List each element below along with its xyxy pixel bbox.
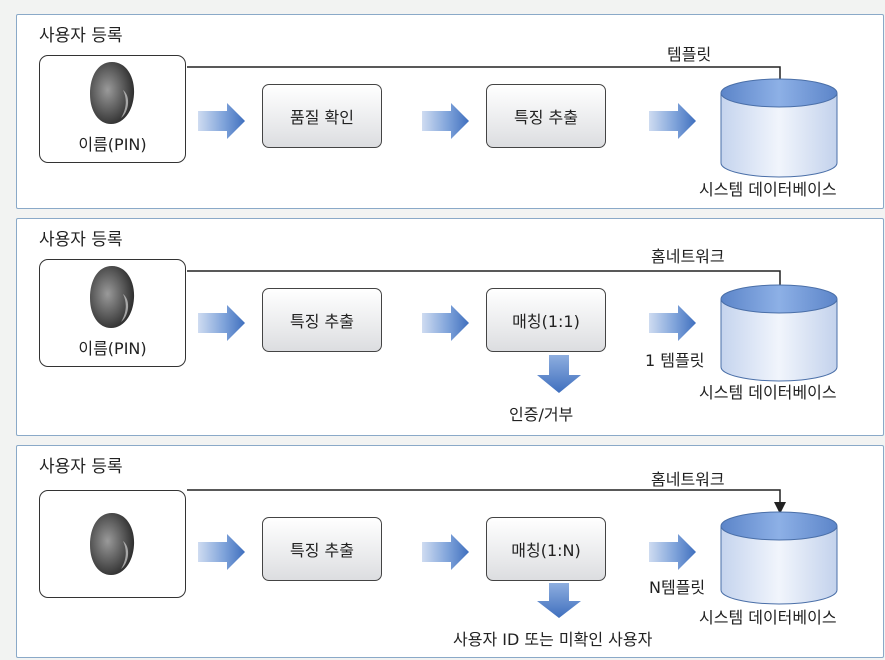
matching-1-n-box: 매칭(1:N) <box>486 517 606 581</box>
quality-check-box: 품질 확인 <box>262 84 382 148</box>
user-card: 이름(PIN) <box>39 55 186 163</box>
identification-result-label: 사용자 ID 또는 미확인 사용자 <box>453 630 653 649</box>
n-template-label: N템플릿 <box>649 578 706 597</box>
database-cylinder-icon <box>720 78 838 178</box>
home-network-label: 홈네트워크 <box>651 470 725 489</box>
person-label: 이름(PIN) <box>78 339 147 358</box>
panel-verification: 사용자 등록 이름(PIN) 특징 추출 매칭(1:1) 홈네트워크 1 템플릿… <box>16 218 884 436</box>
panel-title: 사용자 등록 <box>39 26 123 46</box>
panel-2-connectors <box>187 270 838 393</box>
one-template-label: 1 템플릿 <box>645 351 705 370</box>
feature-extract-box: 특징 추출 <box>486 84 606 148</box>
matching-1-1-box: 매칭(1:1) <box>486 288 606 352</box>
feature-extract-box: 특징 추출 <box>262 517 382 581</box>
person-label: 이름(PIN) <box>78 135 147 154</box>
template-label: 템플릿 <box>667 45 712 64</box>
auth-result-label: 인증/거부 <box>509 405 574 424</box>
fingerprint-icon <box>90 513 135 575</box>
database-label: 시스템 데이터베이스 <box>699 608 837 627</box>
panel-3-connectors <box>187 489 838 618</box>
fingerprint-icon <box>90 266 135 328</box>
user-card <box>39 490 186 598</box>
database-label: 시스템 데이터베이스 <box>699 383 837 402</box>
panel-title: 사용자 등록 <box>39 230 123 250</box>
fingerprint-icon <box>90 62 135 124</box>
panel-1-connectors <box>187 66 838 178</box>
database-label: 시스템 데이터베이스 <box>699 180 837 199</box>
panel-title: 사용자 등록 <box>39 457 123 477</box>
panel-enrollment: 사용자 등록 이름(PIN) 품질 확인 특징 추출 템플릿 시스템 데이터베이… <box>16 14 884 209</box>
home-network-label: 홈네트워크 <box>651 247 725 266</box>
database-cylinder-icon <box>720 511 838 605</box>
feature-extract-box: 특징 추출 <box>262 288 382 352</box>
database-cylinder-icon <box>720 284 838 382</box>
user-card: 이름(PIN) <box>39 259 186 367</box>
panel-identification: 사용자 등록 특징 추출 매칭(1:N) 홈네트워크 N템플릿 사용자 ID 또… <box>16 445 884 658</box>
